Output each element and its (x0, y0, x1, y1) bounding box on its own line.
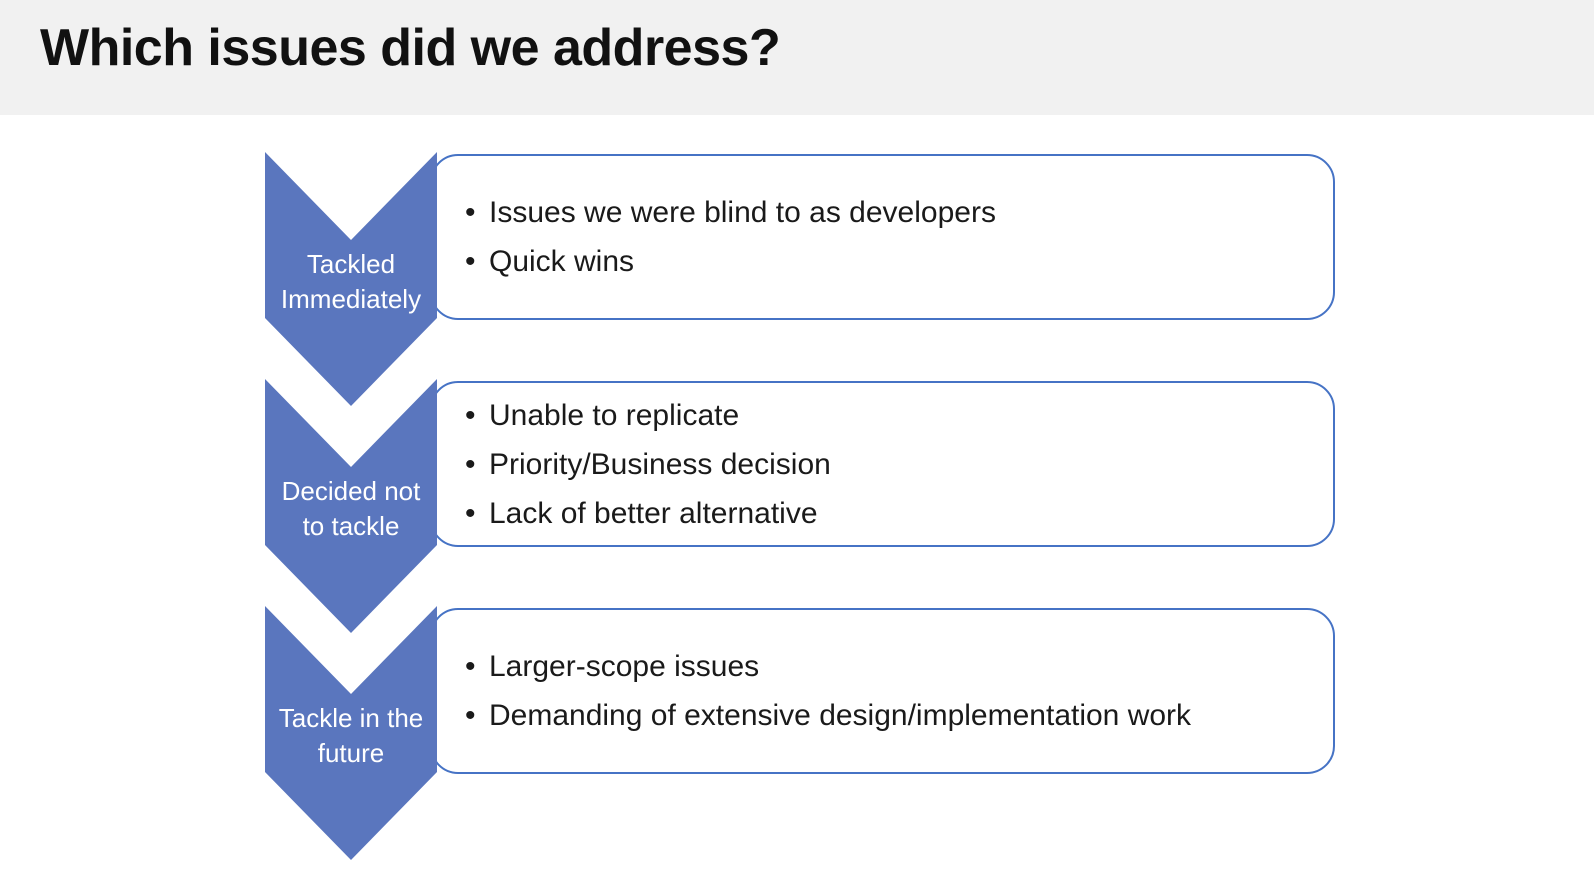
bullet-item: Issues we were blind to as developers (465, 188, 1213, 237)
chevron-label-line: future (317, 738, 385, 768)
chevron-down-shape: Decided not to tackle (265, 379, 437, 633)
slide-title: Which issues did we address? (40, 19, 781, 77)
bullet-item: Lack of better alternative (465, 489, 1213, 538)
chevron-down-shape: Tackle in the future (265, 606, 437, 860)
chevron-label-line: Tackled (306, 249, 396, 279)
chevron-label: Tackle in the future (265, 694, 437, 778)
bullet-item: Priority/Business decision (465, 440, 1213, 489)
bullet-item: Quick wins (465, 237, 1213, 286)
bullet-list: Unable to replicate Priority/Business de… (465, 391, 1213, 538)
bullet-item: Demanding of extensive design/implementa… (465, 691, 1213, 740)
chevron-label-line: Tackle in the (278, 703, 424, 733)
chevron-label-line: Decided not (281, 476, 421, 506)
title-bar: Which issues did we address? (0, 0, 1594, 115)
chevron-label-line: Immediately (280, 284, 422, 314)
content-box: Larger-scope issues Demanding of extensi… (430, 608, 1335, 774)
bullet-item: Unable to replicate (465, 391, 1213, 440)
process-row-tackle-in-the-future: Larger-scope issues Demanding of extensi… (0, 606, 1594, 860)
bullet-list: Issues we were blind to as developers Qu… (465, 188, 1213, 286)
content-box: Unable to replicate Priority/Business de… (430, 381, 1335, 547)
chevron-label-line: to tackle (302, 511, 400, 541)
process-row-tackled-immediately: Issues we were blind to as developers Qu… (0, 152, 1594, 406)
bullet-item: Larger-scope issues (465, 642, 1213, 691)
chevron-down-shape: Tackled Immediately (265, 152, 437, 406)
chevron-label: Decided not to tackle (265, 467, 437, 551)
chevron-label: Tackled Immediately (265, 240, 437, 324)
bullet-list: Larger-scope issues Demanding of extensi… (465, 642, 1213, 740)
process-row-decided-not-to-tackle: Unable to replicate Priority/Business de… (0, 379, 1594, 633)
content-box: Issues we were blind to as developers Qu… (430, 154, 1335, 320)
